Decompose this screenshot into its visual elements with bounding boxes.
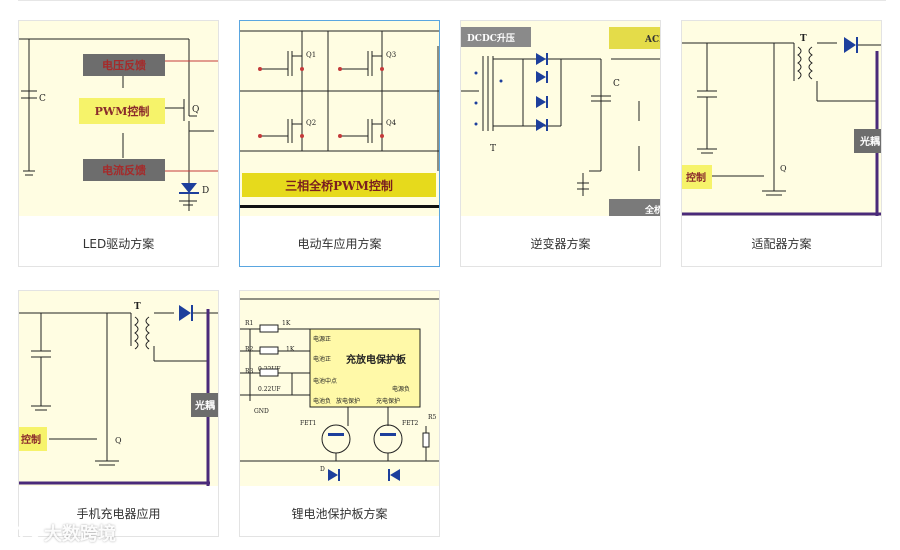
card-ebike[interactable]: Q1 Q3 Q2 Q4 三相全桥PWM控制 电动车应用方案 — [239, 20, 440, 267]
label-q3: Q3 — [386, 51, 396, 59]
label-pwm: PWM控制 — [95, 104, 150, 118]
label-fet1: FET1 — [300, 420, 316, 427]
card-caption: 电动车应用方案 — [297, 236, 382, 251]
label-q: Q — [780, 164, 787, 173]
label-gnd: GND — [254, 408, 269, 415]
label-q1: Q1 — [306, 51, 316, 59]
label-dcdc: DCDC升压 — [467, 32, 515, 44]
label-d: D — [320, 466, 325, 473]
label-c2: 0.22UF — [258, 386, 281, 393]
label-k2: 1K — [286, 346, 295, 353]
label-charge: 充电保护 — [376, 397, 400, 405]
card-caption: 手机充电器应用 — [76, 506, 161, 521]
schematic-ebike: Q1 Q3 Q2 Q4 三相全桥PWM控制 — [240, 30, 439, 208]
label-acd: ACD — [644, 35, 660, 45]
label-q: Q — [115, 436, 122, 445]
label-board: 充放电保护板 — [346, 353, 407, 366]
thumb-ebike: Q1 Q3 Q2 Q4 三相全桥PWM控制 — [240, 21, 439, 216]
label-power-neg: 电源负 — [392, 385, 410, 393]
thumb-inverter: DCDC升压 ACD — [461, 21, 660, 216]
schematic-adapter: T Q 光耦 控制 — [682, 34, 881, 216]
thumb-li-battery: R1 1K R2 1K R3 0.22UF 0.22UF GND 电源正 电池正… — [240, 291, 439, 486]
label-k1: 1K — [282, 320, 291, 327]
label-q4: Q4 — [386, 119, 397, 127]
label-bat-mid: 电池中点 — [313, 377, 337, 385]
thumb-led-driver: 电压反馈 PWM控制 电流反馈 C Q D — [19, 21, 218, 216]
label-discharge: 放电保护 — [336, 397, 360, 405]
label-t: T — [800, 34, 807, 44]
card-inverter[interactable]: DCDC升压 ACD — [460, 20, 661, 267]
label-full-bridge: 全桥 — [644, 204, 660, 216]
card-caption: 锂电池保护板方案 — [291, 506, 388, 521]
card-led-driver[interactable]: 电压反馈 PWM控制 电流反馈 C Q D LED驱动方案 — [18, 20, 219, 267]
label-r2: R2 — [245, 346, 254, 353]
label-c: C — [613, 79, 620, 89]
label-pwm3: 三相全桥PWM控制 — [285, 178, 393, 193]
label-voltage-feedback: 电压反馈 — [102, 58, 146, 72]
label-bat-neg: 电池负 — [313, 397, 331, 405]
label-r5: R5 — [428, 414, 437, 421]
label-ctrl: 控制 — [21, 433, 41, 446]
label-current-feedback: 电流反馈 — [102, 163, 146, 177]
card-caption: LED驱动方案 — [82, 236, 155, 251]
top-divider — [18, 0, 886, 1]
label-ctrl: 控制 — [686, 171, 706, 184]
label-c: C — [39, 94, 46, 104]
thumb-phone-charger: T Q 光耦 控制 — [19, 291, 218, 486]
card-phone-charger[interactable]: T Q 光耦 控制 手机充电器应用 — [18, 290, 219, 537]
label-power-pos: 电源正 — [313, 335, 331, 343]
logo-icon — [6, 525, 39, 543]
label-q2: Q2 — [306, 119, 316, 127]
label-r1: R1 — [245, 320, 253, 327]
schematic-phone-charger: T Q 光耦 控制 — [19, 302, 218, 486]
card-li-battery[interactable]: R1 1K R2 1K R3 0.22UF 0.22UF GND 电源正 电池正… — [239, 290, 440, 537]
label-r3: R3 — [245, 368, 254, 375]
label-opto: 光耦 — [194, 399, 215, 412]
schematic-li-battery: R1 1K R2 1K R3 0.22UF 0.22UF GND 电源正 电池正… — [240, 298, 439, 481]
label-d: D — [202, 186, 209, 196]
label-fet2: FET2 — [402, 420, 419, 427]
card-caption: 逆变器方案 — [530, 236, 591, 251]
card-adapter[interactable]: T Q 光耦 控制 适配器方案 — [681, 20, 882, 267]
label-t: T — [134, 302, 141, 312]
label-opto: 光耦 — [859, 135, 880, 148]
schematic-inverter: DCDC升压 ACD — [461, 27, 660, 216]
label-t: T — [490, 144, 496, 154]
watermark: 大数跨境 — [6, 520, 116, 546]
label-q: Q — [192, 105, 199, 115]
watermark-text: 大数跨境 — [44, 524, 116, 545]
schematic-led: 电压反馈 PWM控制 电流反馈 C Q D — [19, 38, 218, 211]
thumb-adapter: T Q 光耦 控制 — [682, 21, 881, 216]
label-bat-pos: 电池正 — [313, 355, 331, 363]
card-caption: 适配器方案 — [751, 236, 812, 251]
